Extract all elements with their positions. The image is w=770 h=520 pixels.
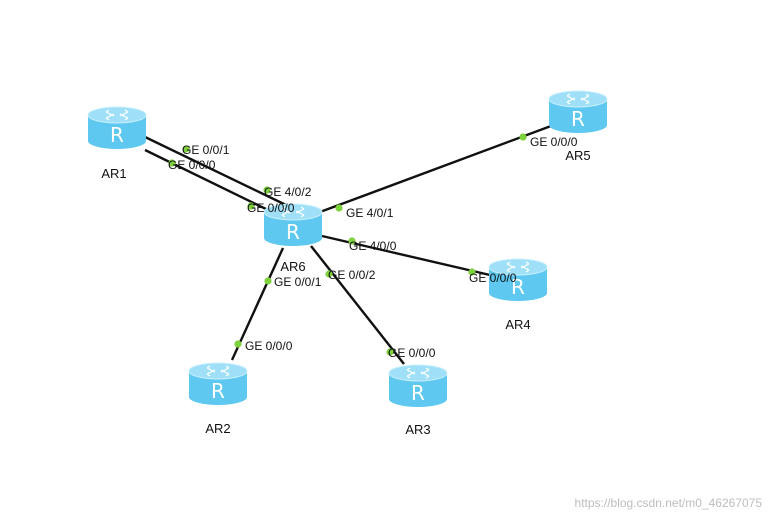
port-dot-ar6 [348,237,356,245]
router-letter: R [286,220,300,244]
port-label-ar1: GE 0/0/1 [182,143,230,157]
arrow-se [295,210,305,218]
link-ar1-ar6 [144,148,269,212]
arrow-sw [105,113,115,121]
port-dot-ar6 [263,186,271,194]
router-icon: R [263,203,323,246]
port-label-ar6: GE 0/0/2 [328,268,376,282]
arrow-se [520,265,530,273]
port-label-ar6: GE 4/0/2 [264,185,312,199]
router-top [188,362,248,380]
arrow-se [420,371,430,379]
arrow-sw [506,265,516,273]
router-icon: R [188,362,248,405]
port-label-ar6: GE 0/0/0 [247,201,295,215]
link-ar3-ar6 [310,245,405,365]
router-body [389,373,447,407]
arrow-se [119,113,129,121]
port-dot-ar6 [247,202,255,210]
router-top [548,90,608,108]
router-body [489,267,547,301]
router-label-ar3: AR3 [405,422,430,437]
port-dot-ar1 [182,145,190,153]
router-icon: R [548,90,608,133]
port-dot-ar1 [168,159,176,167]
port-dot-ar3 [386,348,394,356]
router-ar2[interactable]: R [188,362,248,405]
link-ar2-ar6 [230,247,285,361]
router-arrows [506,261,530,273]
port-label-ar6: GE 4/0/1 [346,206,394,220]
port-dot-ar5 [519,133,527,141]
arrow-sw [566,97,576,105]
ports-layer: GE 0/0/1 GE 4/0/2 GE 0/0/0 GE 0/0/0 GE 0/0/0… [168,133,578,360]
router-letter: R [411,381,425,405]
router-ar1[interactable]: R [87,106,147,149]
router-label-ar1: AR1 [101,166,126,181]
router-icon: R [87,106,147,149]
router-letter: R [110,123,124,147]
watermark-text: https://blog.csdn.net/m0_46267075 [574,496,762,510]
router-top [488,258,548,276]
router-top [388,364,448,382]
router-ar5[interactable]: R [548,90,608,133]
router-letter: R [511,275,525,299]
router-arrows [406,367,430,379]
port-label-ar6: GE 0/0/1 [274,275,322,289]
router-label-ar5: AR5 [565,148,590,163]
router-label-ar4: AR4 [505,317,530,332]
arrow-sw [406,371,416,379]
router-arrows [206,365,230,377]
port-label-ar1: GE 0/0/0 [168,158,216,172]
router-ar3[interactable]: R [388,364,448,407]
arrow-se [220,369,230,377]
arrow-sw [281,210,291,218]
router-label-ar2: AR2 [205,421,230,436]
router-arrows [105,109,129,121]
port-dot-ar6 [264,277,272,285]
port-dot-ar2 [234,340,242,348]
router-icon: R [488,258,548,301]
arrow-se [580,97,590,105]
router-arrows [281,206,305,218]
link-ar5-ar6 [319,124,552,214]
links-layer [144,124,552,365]
router-top [263,203,323,221]
router-body [189,371,247,405]
port-label-ar3: GE 0/0/0 [388,346,436,360]
arrow-sw [206,369,216,377]
router-letter: R [571,107,585,131]
router-icon: R [388,364,448,407]
router-ar4[interactable]: R [488,258,548,301]
router-arrows [566,93,590,105]
port-dot-ar4 [468,268,476,276]
router-body [88,115,146,149]
router-body [264,212,322,246]
port-dot-ar6 [325,270,333,278]
router-ar6[interactable]: R [263,203,323,246]
port-label-ar4: GE 0/0/0 [469,271,517,285]
port-label-ar6: GE 4/0/0 [349,239,397,253]
port-label-ar2: GE 0/0/0 [245,339,293,353]
port-dot-ar6 [335,204,343,212]
router-body [549,99,607,133]
router-label-ar6: AR6 [280,259,305,274]
port-label-ar5: GE 0/0/0 [530,135,578,149]
router-top [87,106,147,124]
router-letter: R [211,379,225,403]
link-ar1-ar6 [144,135,287,207]
